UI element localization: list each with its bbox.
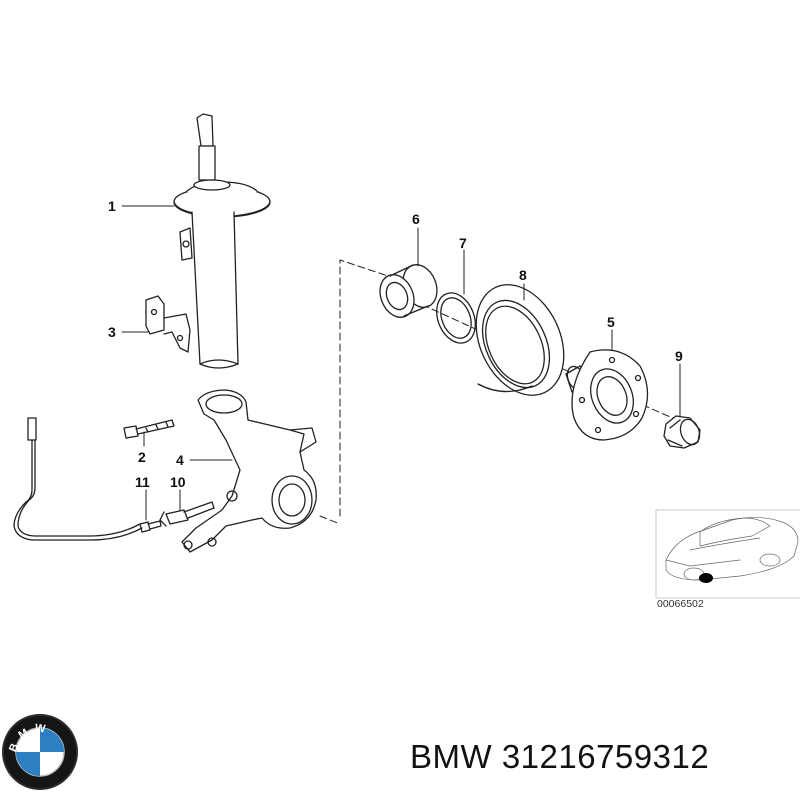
part-caption: BMW 31216759312 <box>410 738 710 775</box>
callout-6: 6 <box>412 211 420 227</box>
part-location-marker <box>699 573 713 583</box>
callout-4: 4 <box>176 452 184 468</box>
wheel-speed-sensor <box>159 501 215 527</box>
wheel-bearing <box>379 264 440 320</box>
hex-bolt <box>123 419 175 439</box>
callout-11: 11 <box>135 474 150 490</box>
callout-3: 3 <box>108 324 116 340</box>
brake-hose-bracket <box>145 295 191 353</box>
callout-9: 9 <box>675 348 683 364</box>
callout-1: 1 <box>108 198 116 214</box>
callout-7: 7 <box>459 235 467 251</box>
callout-2: 2 <box>138 449 146 465</box>
collar-nut <box>663 415 701 449</box>
callout-8: 8 <box>519 267 527 283</box>
shock-strut <box>173 113 271 369</box>
drawing-number: 00066502 <box>657 598 704 610</box>
leader-lines <box>121 205 681 521</box>
callout-10: 10 <box>170 474 186 490</box>
callout-5: 5 <box>607 314 615 330</box>
steering-knuckle <box>181 389 317 553</box>
sensor-cable <box>13 417 143 541</box>
dust-shield <box>475 284 565 396</box>
wheel-hub <box>565 349 649 441</box>
car-location-inset <box>655 509 800 599</box>
snap-ring <box>436 292 476 344</box>
sensor-screw <box>139 520 162 533</box>
bmw-logo: BMW <box>2 714 78 790</box>
